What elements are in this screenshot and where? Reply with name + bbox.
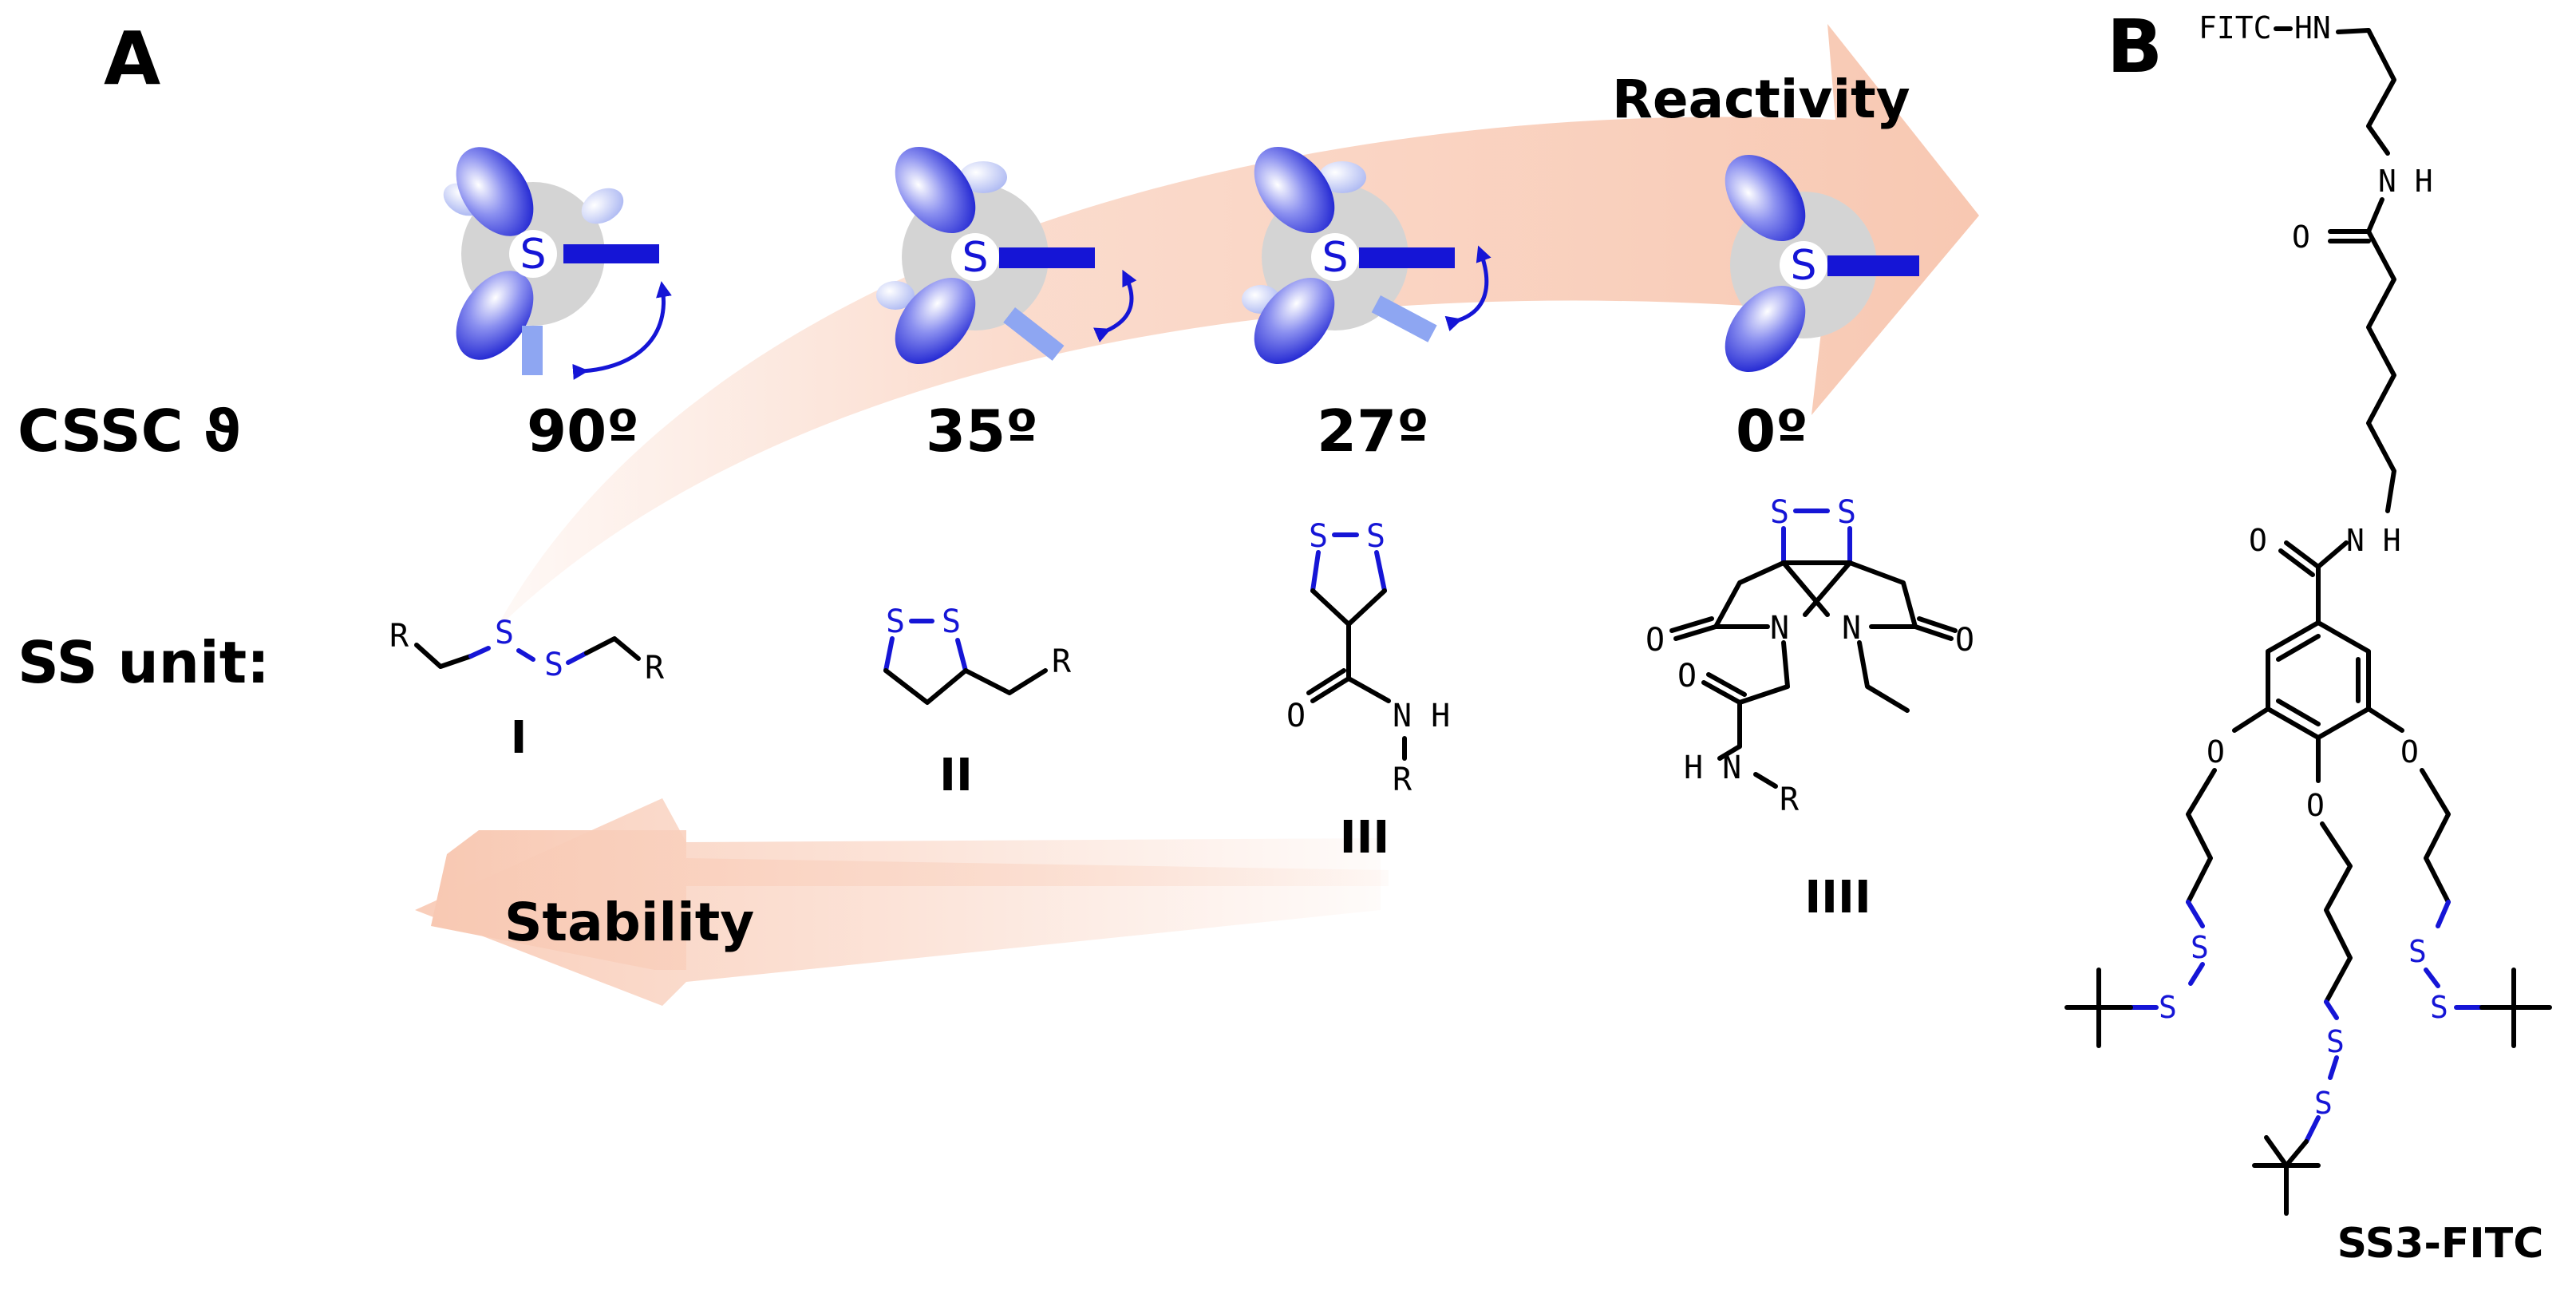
ss3-fitc-structure: FITC HN N H O N H O O O O S S [2064, 10, 2552, 1216]
angle-value-1: 90º [527, 398, 639, 465]
angle-row-label: CSSC ϑ [18, 398, 241, 465]
svg-text:S: S [2408, 934, 2427, 969]
numeral-III: III [1340, 812, 1390, 864]
svg-text:R: R [1052, 643, 1072, 680]
svg-text:N H: N H [2346, 523, 2401, 558]
reactivity-arrow [495, 24, 1979, 631]
svg-text:O: O [1286, 698, 1306, 734]
structure-III: S S O N H R [1286, 518, 1450, 798]
stability-arrow [415, 798, 1389, 1006]
svg-text:N H: N H [1393, 698, 1450, 734]
svg-text:S: S [1309, 518, 1328, 555]
sulfur-label-2: S [962, 234, 988, 282]
svg-text:O: O [2249, 523, 2267, 558]
structure-IIII: S S N N O O O H N R [1646, 494, 1974, 818]
svg-text:R: R [1393, 762, 1412, 798]
svg-text:O: O [2292, 220, 2310, 255]
svg-text:R: R [645, 650, 665, 687]
svg-text:HN: HN [2294, 10, 2331, 46]
angle-value-4: 0º [1736, 398, 1808, 465]
svg-text:S: S [942, 603, 961, 640]
angle-value-2: 35º [926, 398, 1038, 465]
stability-label: Stability [504, 892, 754, 953]
panel-a-label: A [104, 16, 160, 101]
structure-II: S S R [883, 603, 1072, 705]
sulfur-label-1: S [520, 231, 546, 279]
svg-text:O: O [2306, 788, 2325, 823]
svg-text:N H: N H [2378, 164, 2433, 199]
svg-text:S: S [2314, 1086, 2333, 1121]
svg-text:O: O [1646, 622, 1665, 659]
svg-text:N: N [1770, 610, 1789, 647]
svg-text:N: N [1842, 610, 1861, 647]
svg-text:S: S [1366, 518, 1385, 555]
svg-text:S: S [2430, 990, 2448, 1025]
numeral-I: I [511, 712, 527, 764]
reactivity-label: Reactivity [1612, 69, 1910, 130]
svg-text:H N: H N [1684, 750, 1741, 786]
svg-text:S: S [886, 603, 905, 640]
compound-name: SS3-FITC [2337, 1220, 2544, 1268]
svg-text:R: R [389, 618, 409, 655]
svg-text:S: S [2191, 930, 2209, 965]
orbital-diagram-0: S [1725, 154, 1919, 373]
orbital-diagram-90: S [443, 147, 672, 380]
svg-text:O: O [2207, 734, 2225, 770]
svg-text:R: R [1780, 782, 1800, 818]
svg-text:S: S [1770, 494, 1789, 531]
svg-text:S: S [1837, 494, 1856, 531]
svg-text:O: O [1955, 622, 1974, 659]
sulfur-label-4: S [1790, 242, 1816, 290]
angle-value-3: 27º [1317, 398, 1429, 465]
svg-text:FITC: FITC [2199, 10, 2272, 46]
svg-text:O: O [2400, 734, 2419, 770]
sulfur-label-3: S [1322, 234, 1348, 282]
ss-row-label: SS unit: [18, 629, 270, 696]
svg-text:S: S [544, 647, 563, 683]
numeral-II: II [939, 750, 973, 801]
svg-text:O: O [1677, 658, 1697, 694]
svg-text:S: S [2326, 1024, 2345, 1059]
panel-b-label: B [2107, 4, 2163, 89]
orbital-diagram-35: S [876, 146, 1137, 365]
orbital-diagram-27: S [1242, 146, 1491, 365]
svg-text:S: S [495, 615, 514, 651]
numeral-IIII: IIII [1804, 872, 1871, 924]
svg-text:S: S [2159, 990, 2177, 1025]
structure-I: R S S R [389, 615, 665, 687]
